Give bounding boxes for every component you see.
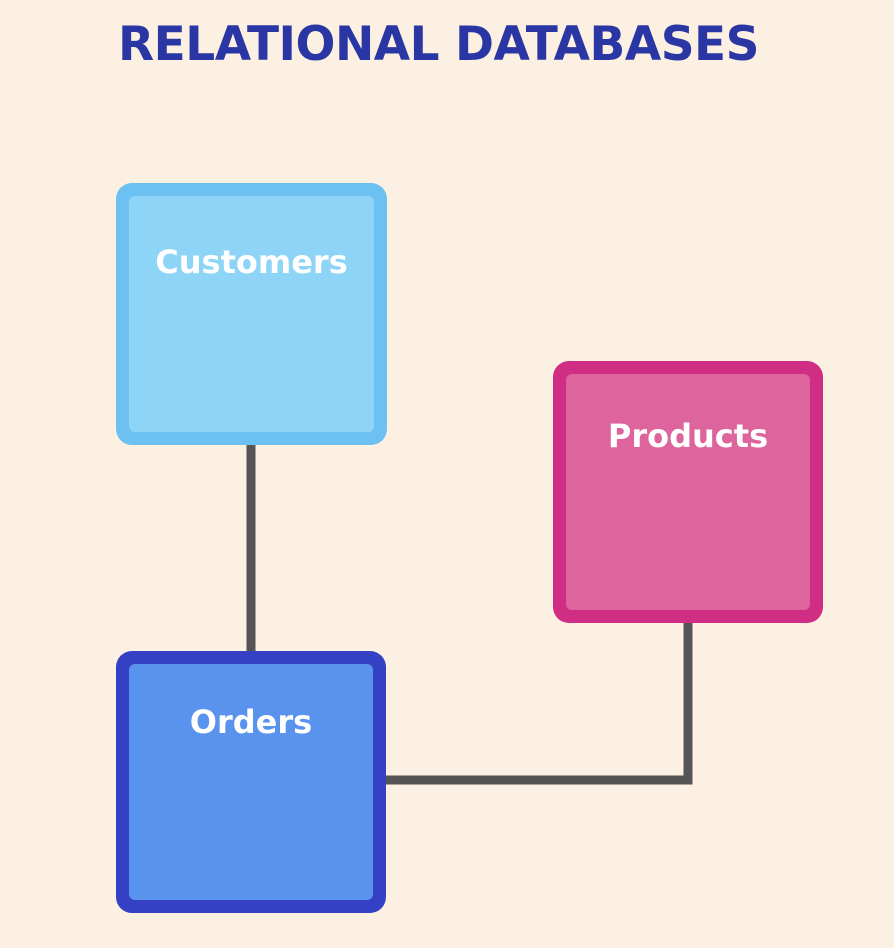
table-box-orders: Orders — [116, 651, 386, 913]
table-box-customers-body — [129, 196, 374, 432]
table-label-customers: Customers — [155, 243, 348, 281]
table-label-orders: Orders — [189, 703, 313, 741]
diagram-title: RELATIONAL DATABASES — [117, 17, 760, 72]
connector-orders-products — [386, 622, 693, 785]
table-box-customers: Customers — [116, 183, 387, 445]
table-box-products-body — [566, 374, 810, 610]
table-box-products: Products — [553, 361, 823, 623]
table-label-products: Products — [607, 417, 769, 455]
table-box-orders-body — [129, 664, 373, 900]
